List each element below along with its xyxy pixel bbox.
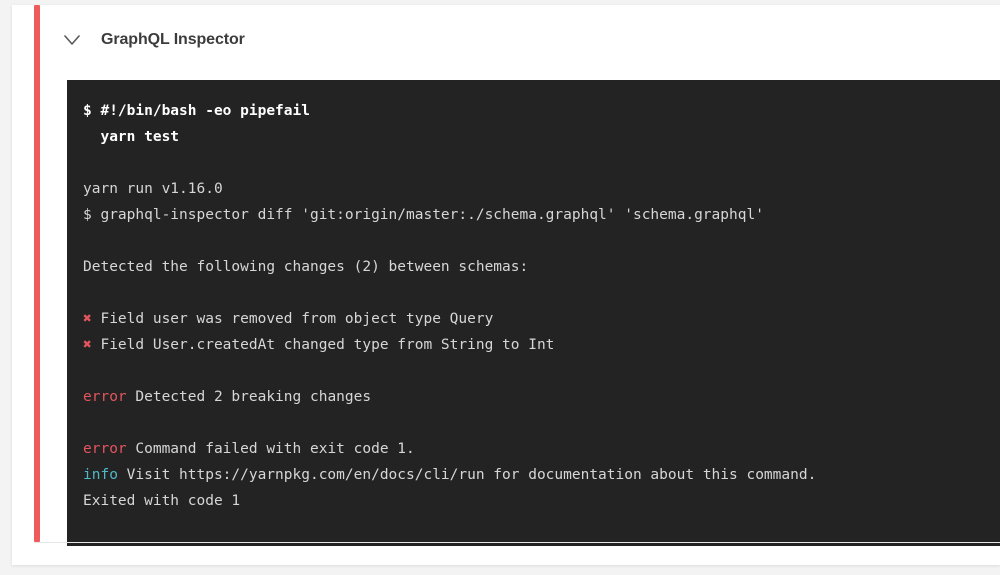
terminal-line-segment: Command failed with exit code 1. [126,441,415,457]
chevron-down-icon[interactable] [58,26,86,54]
terminal-line-segment: error [83,441,127,457]
terminal-line-segment: Detected 2 breaking changes [126,389,372,405]
terminal-line-segment: Field user was removed from object type … [91,311,494,327]
terminal-line-segment: $ #!/bin/bash -eo pipefail [83,103,310,119]
terminal-line: error Command failed with exit code 1. [83,436,1000,462]
terminal-line: yarn run v1.16.0 [83,176,1000,202]
terminal-line: ✖ Field User.createdAt changed type from… [83,332,1000,358]
terminal-line: ✖ Field user was removed from object typ… [83,306,1000,332]
terminal-line-segment: Detected the following changes (2) betwe… [83,259,529,275]
terminal-line: $ #!/bin/bash -eo pipefail [83,98,1000,124]
terminal-line-segment: error [83,389,127,405]
job-log-card: GraphQL Inspector $ #!/bin/bash -eo pipe… [12,5,1000,565]
terminal-log-lines: $ #!/bin/bash -eo pipefail yarn test yar… [67,80,1000,514]
card-divider [34,542,1000,543]
terminal-line: info Visit https://yarnpkg.com/en/docs/c… [83,462,1000,488]
terminal-output-panel[interactable]: $ #!/bin/bash -eo pipefail yarn test yar… [67,80,1000,546]
terminal-line [83,280,1000,306]
failed-status-accent-bar [34,5,40,542]
terminal-line-segment: yarn test [83,129,180,145]
terminal-line [83,410,1000,436]
terminal-line-segment: yarn run v1.16.0 [83,181,223,197]
terminal-line-segment: Exited with code 1 [83,493,241,509]
terminal-line [83,228,1000,254]
terminal-line-segment: ✖ [83,311,92,327]
terminal-line: yarn test [83,124,1000,150]
job-title: GraphQL Inspector [101,31,245,48]
terminal-line: Exited with code 1 [83,488,1000,514]
terminal-line-segment: Field User.createdAt changed type from S… [91,337,555,353]
terminal-line-segment: $ graphql-inspector diff 'git:origin/mas… [83,207,764,223]
terminal-line [83,358,1000,384]
terminal-line-segment: ✖ [83,337,92,353]
terminal-line: error Detected 2 breaking changes [83,384,1000,410]
terminal-line-segment: Visit https://yarnpkg.com/en/docs/cli/ru… [117,467,817,483]
job-header[interactable]: GraphQL Inspector [58,21,245,59]
terminal-line: Detected the following changes (2) betwe… [83,254,1000,280]
terminal-line [83,150,1000,176]
terminal-line: $ graphql-inspector diff 'git:origin/mas… [83,202,1000,228]
terminal-line-segment: info [83,467,118,483]
